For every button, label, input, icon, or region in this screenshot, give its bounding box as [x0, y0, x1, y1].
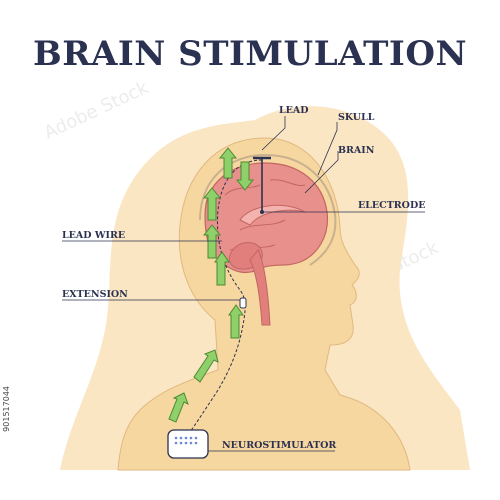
label-brain: BRAIN — [338, 145, 375, 156]
arrow-up — [218, 147, 238, 179]
skull-leader — [317, 122, 338, 176]
lead-leader — [261, 116, 286, 151]
signal-arrows — [168, 147, 255, 423]
label-electrode: ELECTRODE — [358, 200, 425, 211]
brain-stem — [249, 249, 271, 326]
brain-folds — [224, 179, 306, 251]
stock-id: 901517044 — [2, 386, 11, 432]
arrow-up — [168, 392, 189, 423]
brain-leader — [304, 151, 339, 194]
arrow-up — [202, 187, 222, 221]
arrow-up — [202, 224, 222, 259]
electrode-tip — [260, 210, 264, 214]
label-skull: SKULL — [338, 112, 375, 123]
label-lead-wire: LEAD WIRE — [62, 230, 125, 241]
arrow-up — [214, 251, 230, 286]
arrow-up — [228, 304, 244, 339]
arrow-down — [235, 161, 255, 191]
neurostimulator-device — [167, 429, 209, 459]
label-lead: LEAD — [279, 105, 309, 116]
label-neurostimulator: NEUROSTIMULATOR — [222, 440, 336, 451]
leader-lines — [62, 116, 425, 452]
arrow-up — [193, 349, 219, 383]
diagram-title: BRAIN STIMULATION — [32, 34, 468, 74]
neurostimulator-dots — [174, 436, 198, 445]
label-extension: EXTENSION — [62, 289, 128, 300]
skull-outline — [199, 153, 337, 266]
extension-connector — [239, 297, 247, 309]
